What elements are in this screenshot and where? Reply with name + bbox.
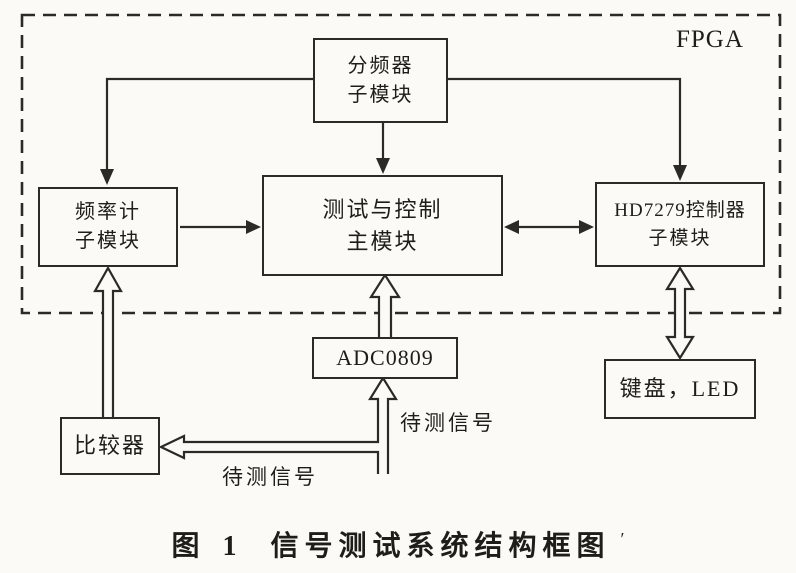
figure-caption-number: 图 1 [171,531,245,562]
block-hd7279-controller-submodule: HD7279控制器 子模块 [595,182,765,267]
figure-caption-mark: ′ [620,529,625,549]
block-comparator-label: 比较器 [73,433,146,459]
fpga-region-label: FPGA [676,26,744,53]
hollow-arrow-signal-to-adc-and-comparator [158,375,398,474]
arrow-divider-to-freq-counter [100,77,313,185]
figure-caption-title: 信号测试系统结构框图 [270,531,611,562]
block-freq-counter-line1: 频率计 [75,201,141,223]
arrow-divider-to-main [376,123,390,174]
signal-label-near-comparator: 待测信号 [222,465,318,489]
block-divider-line2: 子模块 [347,83,414,106]
block-adc0809-label: ADC0809 [336,345,434,371]
block-keyboard-led-label: 键盘，LED [619,376,741,402]
hollow-arrow-adc-to-main [368,272,402,337]
hollow-arrow-comparator-to-freq-counter [93,265,123,417]
signal-label-near-adc: 待测信号 [400,411,496,435]
block-main-line2: 主模块 [346,228,419,254]
arrow-freq-counter-to-main [180,220,261,234]
block-freq-counter-line2: 子模块 [75,230,141,252]
block-main-line1: 测试与控制 [322,196,443,222]
block-comparator: 比较器 [60,417,160,475]
arrow-main-hd7279-bidirectional [504,220,594,234]
block-hd7279-line2: 子模块 [648,227,712,249]
fpga-dashed-boundary [20,13,782,315]
block-test-control-main-module: 测试与控制 主模块 [262,175,503,276]
hollow-arrow-hd7279-keyboard-bidirectional [665,265,695,361]
block-adc0809: ADC0809 [312,337,458,379]
block-divider-submodule: 分频器 子模块 [313,38,448,123]
block-hd7279-line1: HD7279控制器 [614,199,746,221]
figure-caption: 图 1 信号测试系统结构框图 ′ [0,524,796,564]
block-keyboard-led: 键盘，LED [604,359,756,419]
arrow-divider-to-hd7279 [448,77,687,181]
block-divider-line1: 分频器 [347,54,414,77]
block-freq-counter-submodule: 频率计 子模块 [38,187,178,267]
